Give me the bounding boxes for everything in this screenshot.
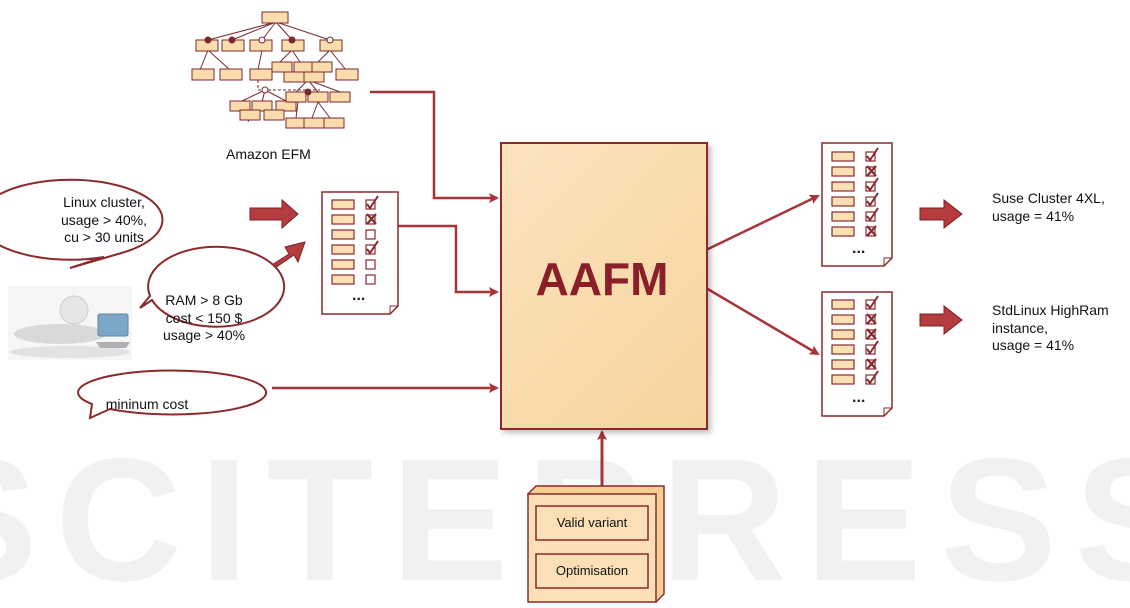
cross-mark-icon [366, 213, 377, 225]
checkbox [365, 274, 376, 285]
cross-mark-icon [866, 358, 877, 370]
checklist-item-bar [831, 299, 855, 310]
checklist-row [831, 340, 879, 355]
checklist-item-bar [831, 359, 855, 370]
checklist-row [831, 225, 877, 237]
checklist-row [831, 328, 877, 340]
checklist-row [831, 207, 879, 222]
checklist-row [331, 259, 376, 270]
result-bottom-label: StdLinux HighRam instance, usage = 41% [992, 302, 1109, 355]
block-arrow-result-bottom [919, 304, 963, 336]
checklist-item-bar [831, 374, 855, 385]
bubble-user-constraints [139, 245, 286, 328]
checklist-row [331, 213, 377, 225]
checklist-item-bar [831, 151, 855, 162]
checklist-ellipsis: ... [352, 287, 365, 304]
checklist-row [831, 295, 879, 310]
user-constraints-text: RAM > 8 Gb cost < 150 $ usage > 40% [154, 292, 254, 345]
block-arrow-requirements [249, 198, 299, 230]
checklist-item-bar [831, 314, 855, 325]
checklist-ellipsis: ... [852, 389, 865, 406]
speech-bubbles [0, 178, 286, 420]
checklist-item-bar [831, 226, 855, 237]
check-mark-icon [866, 177, 879, 192]
arrow-aafm-to-result-top [705, 194, 820, 252]
checklist-item-bar [331, 199, 355, 210]
checklist-row [831, 165, 877, 177]
operations-panel [526, 485, 665, 604]
checklist-item-bar [331, 274, 355, 285]
checklist-row [331, 240, 379, 255]
result-line: usage = 41% [992, 207, 1075, 224]
result-line: Suse Cluster 4XL, [992, 190, 1105, 206]
checklist-row [831, 358, 877, 370]
checklist-item-bar [331, 244, 355, 255]
bubble-requirements [0, 178, 164, 269]
check-mark-icon [366, 240, 379, 255]
checklist-row [831, 177, 879, 192]
checklist-item-bar [831, 166, 855, 177]
requirements-text: Linux cluster, usage > 40%, cu > 30 unit… [34, 194, 174, 247]
block-arrow-result-top [919, 198, 963, 230]
operation-optimisation: Optimisation [555, 563, 629, 578]
checkbox [365, 259, 376, 270]
cross-mark-icon [866, 313, 877, 325]
block-arrows [249, 198, 963, 336]
aafm-label: AAFM [535, 253, 669, 305]
checklist-item-bar [831, 196, 855, 207]
checkbox [365, 229, 376, 240]
operation-valid-variant: Valid variant [556, 515, 628, 530]
bubble-objective [77, 369, 268, 420]
check-mark-icon [366, 195, 379, 210]
cross-mark-icon [866, 165, 877, 177]
check-mark-icon [866, 340, 879, 355]
check-mark-icon [866, 147, 879, 162]
requirements-line: usage > 40%, [60, 211, 147, 228]
checklist-item-bar [831, 181, 855, 192]
arrow-efm-to-aafm [370, 90, 499, 203]
checklist-row [331, 274, 376, 285]
checklist-ellipsis: ... [852, 240, 865, 257]
aafm-box [500, 142, 708, 430]
requirements-line: cu > 30 units [64, 229, 144, 245]
checklist-items: ......... [331, 147, 879, 406]
arrow-aafm-to-result-bottom [705, 286, 820, 356]
checklist-row [831, 147, 879, 162]
checklist-row [831, 370, 879, 385]
checklist-row [831, 192, 879, 207]
result-line: instance, [992, 319, 1049, 336]
checklist-item-bar [331, 214, 355, 225]
checklist-row [331, 195, 379, 210]
feature-model-nodes [191, 11, 359, 129]
feature-model-markers [204, 36, 334, 96]
objective-text: mininum cost [105, 396, 189, 412]
checklist-item-bar [831, 344, 855, 355]
arrow-config-to-aafm [398, 224, 499, 297]
check-mark-icon [866, 295, 879, 310]
constraint-line: RAM > 8 Gb [165, 292, 243, 308]
result-line: StdLinux HighRam [992, 302, 1109, 318]
checklist-row [331, 229, 376, 240]
cross-mark-icon [866, 225, 877, 237]
cross-mark-icon [866, 328, 877, 340]
result-top-label: Suse Cluster 4XL, usage = 41% [992, 190, 1105, 225]
checklist-item-bar [331, 229, 355, 240]
requirements-line: Linux cluster, [63, 194, 145, 210]
efm-label: Amazon EFM [226, 146, 311, 162]
result-line: usage = 41% [992, 337, 1075, 353]
checklist-item-bar [831, 211, 855, 222]
checklist-item-bar [331, 259, 355, 270]
check-mark-icon [866, 370, 879, 385]
constraint-line: cost < 150 $ [165, 309, 243, 326]
checklist-row [831, 313, 877, 325]
check-mark-icon [866, 192, 879, 207]
checklist-item-bar [831, 329, 855, 340]
user-laptop-illustration [8, 286, 132, 360]
check-mark-icon [866, 207, 879, 222]
constraint-line: usage > 40% [162, 327, 246, 343]
